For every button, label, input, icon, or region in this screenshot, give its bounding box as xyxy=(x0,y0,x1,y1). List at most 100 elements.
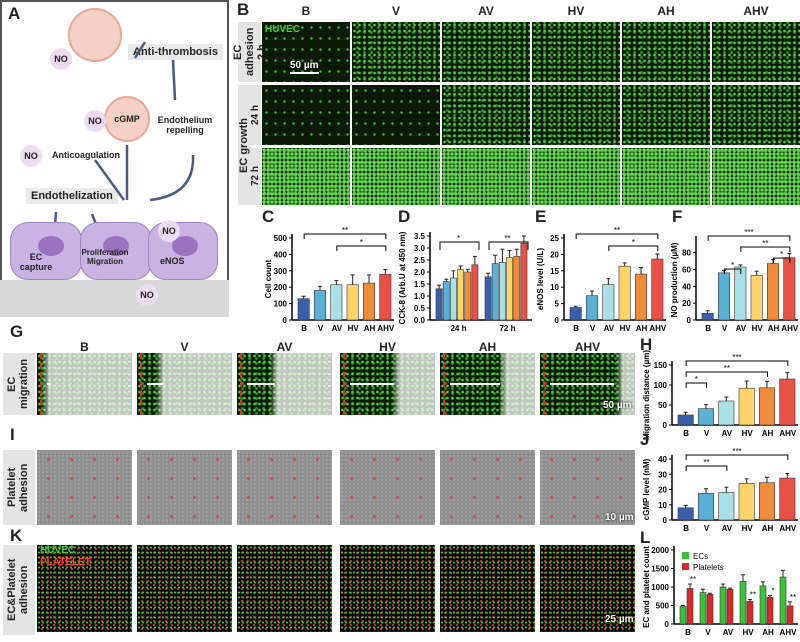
y-tick-label: 0 xyxy=(663,516,668,525)
no-molecule: NO xyxy=(84,110,106,132)
panel-a-schematic: A NO Anti-thrombosis cGMP NO Endothelium… xyxy=(0,0,229,317)
bar xyxy=(442,281,450,321)
wound-edge-line xyxy=(443,353,445,415)
bar xyxy=(499,262,506,321)
bar xyxy=(457,269,464,321)
bar xyxy=(297,298,310,321)
y-tick-label: 20 xyxy=(658,486,667,495)
panel-label-d: D xyxy=(398,207,411,226)
scale-bar-k: 25 µm xyxy=(605,614,634,625)
significance-bracket xyxy=(724,268,742,274)
bar xyxy=(618,265,631,321)
y-tick-label: 0.0 xyxy=(414,316,426,325)
significance-bracket xyxy=(773,257,791,263)
significance-bracket xyxy=(488,241,529,250)
ec-platelet-image xyxy=(540,545,635,632)
y-tick-label: 2000 xyxy=(651,546,669,555)
bar xyxy=(767,263,779,321)
panel-label-i: I xyxy=(10,425,15,444)
microscopy-image xyxy=(622,148,710,205)
bar xyxy=(635,273,647,321)
y-axis-label: cGMP level (nM) xyxy=(642,458,651,520)
x-tick-label: AHV xyxy=(779,524,797,533)
y-tick-label: 0 xyxy=(555,316,560,325)
bar xyxy=(698,493,714,521)
bar xyxy=(783,257,796,321)
bar xyxy=(346,284,359,321)
enos-label: eNOS xyxy=(160,256,185,266)
significance-bracket xyxy=(608,245,659,251)
x-tick-label: HV xyxy=(742,628,754,637)
microscopy-image xyxy=(712,22,800,82)
wound-edge-line xyxy=(343,353,345,415)
migration-arrow-icon xyxy=(147,383,163,385)
y-tick-label: 500 xyxy=(274,234,288,243)
column-header: V xyxy=(180,340,189,354)
x-tick-label: AHV xyxy=(780,628,798,637)
column-header: AHV xyxy=(574,340,601,354)
x-tick-label: V xyxy=(704,524,710,533)
column-header: AH xyxy=(478,340,497,354)
y-tick-label: 1500 xyxy=(651,565,669,574)
row-label-ec-growth: EC growth xyxy=(238,85,250,205)
bar xyxy=(718,272,730,321)
nucleus xyxy=(103,236,129,256)
y-axis-label: EC and platelet count xyxy=(642,546,651,628)
row-label-ec-migration: EC migration xyxy=(3,353,35,415)
bar xyxy=(759,482,775,521)
microscopy-image xyxy=(352,22,440,82)
y-tick-label: 2.0 xyxy=(414,268,426,277)
bar xyxy=(569,307,582,321)
y-tick-label: 80 xyxy=(682,249,691,258)
platelet-adhesion-image xyxy=(37,450,132,525)
panel-label-l: L xyxy=(640,528,651,547)
y-tick-label: 100 xyxy=(654,381,668,390)
significance-bracket xyxy=(685,454,789,460)
y-tick-label: 500 xyxy=(656,602,670,611)
row-label-ec-adhesion: EC adhesion2 h xyxy=(232,22,268,82)
significance-label: ** xyxy=(614,226,620,235)
microscopy-image xyxy=(622,22,710,82)
significance-label: * xyxy=(632,238,635,247)
microscopy-image xyxy=(442,85,530,145)
platelet-adhesion-image xyxy=(137,450,232,525)
migration-arrow-icon xyxy=(550,383,614,385)
bar xyxy=(739,581,747,625)
column-header: B xyxy=(80,340,89,354)
significance-label: ** xyxy=(690,575,696,584)
significance-bracket xyxy=(740,246,791,252)
microscopy-image xyxy=(622,85,710,145)
y-tick-label: 25 xyxy=(550,234,559,243)
significance-label: *** xyxy=(732,353,741,362)
y-tick-label: 15 xyxy=(550,267,559,276)
platelet-adhesion-image xyxy=(440,450,535,525)
bar xyxy=(734,266,747,321)
y-tick-label: 0.5 xyxy=(414,304,426,313)
bar xyxy=(520,242,528,321)
column-header: B xyxy=(301,4,311,18)
microscopy-image xyxy=(352,85,440,145)
microscopy-image xyxy=(352,148,440,205)
significance-bracket xyxy=(575,233,659,239)
bar xyxy=(686,588,694,625)
wound-edge-line xyxy=(240,353,242,415)
bar xyxy=(746,601,754,625)
microscopy-image xyxy=(712,148,800,205)
x-tick-label: HV xyxy=(752,324,764,333)
scale-bar-i: 10 µm xyxy=(605,512,634,523)
bar xyxy=(379,274,392,321)
x-tick-label: AV xyxy=(604,324,615,333)
nucleus xyxy=(172,236,198,256)
microscopy-image xyxy=(262,148,350,205)
significance-label: * xyxy=(457,234,460,243)
x-tick-label: B xyxy=(683,429,689,438)
panel-label-h: H xyxy=(640,335,653,354)
microscopy-image xyxy=(262,85,350,145)
ec-platelet-image xyxy=(440,545,535,632)
bar xyxy=(766,597,774,625)
bar xyxy=(450,277,457,321)
y-tick-label: 2.5 xyxy=(414,256,426,265)
column-header: HV xyxy=(567,4,585,18)
